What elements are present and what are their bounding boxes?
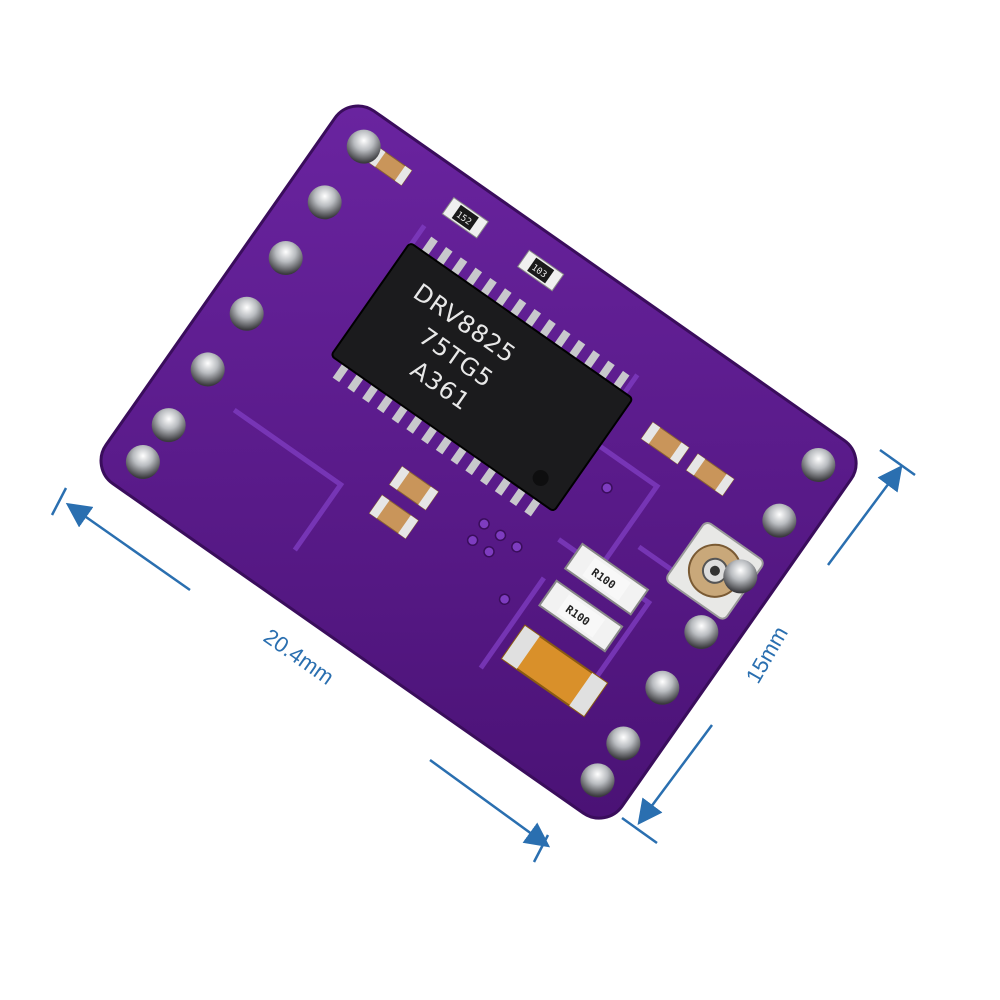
vias <box>466 482 613 606</box>
small-resistor-1: 152 <box>441 196 489 239</box>
capacitor-3 <box>685 453 735 497</box>
sense-resistor-1: R100 <box>563 542 650 616</box>
small-resistor-2: 103 <box>517 249 565 292</box>
header-pins-top-row <box>125 129 381 480</box>
capacitor-2 <box>640 421 690 465</box>
capacitor-4 <box>388 465 439 511</box>
header-pins-bottom-row <box>580 447 836 798</box>
height-label: 15mm <box>741 622 793 687</box>
pcb-board: DRV8825 75TG5 A361 152 103 <box>99 104 858 820</box>
capacitor-5 <box>368 494 419 540</box>
sense-resistor-2: R100 <box>537 579 624 653</box>
tantalum-capacitor <box>500 624 609 718</box>
